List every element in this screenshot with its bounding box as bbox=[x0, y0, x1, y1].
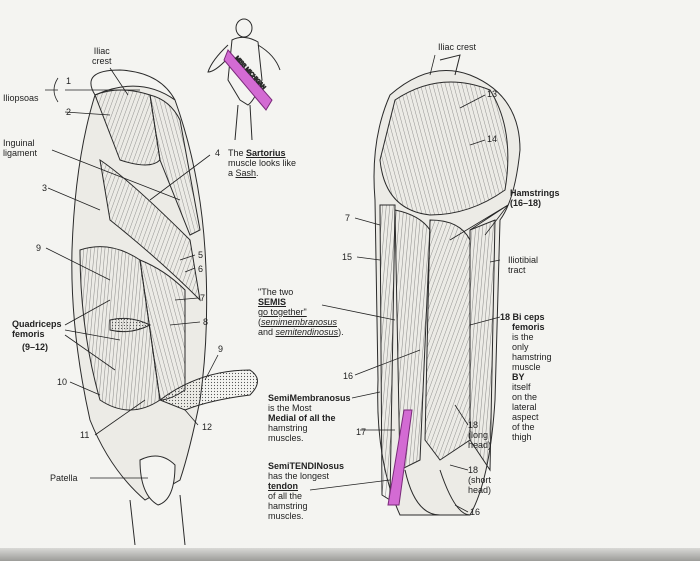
label-num-4: 4 bbox=[215, 148, 221, 158]
label-num-1: 1 bbox=[66, 76, 72, 86]
label-num-15: 15 bbox=[342, 252, 353, 262]
label-num-2: 2 bbox=[66, 107, 72, 117]
label-num-9-right: 9 bbox=[218, 344, 224, 354]
back-thigh-illustration bbox=[373, 54, 521, 516]
label-num-11: 11 bbox=[80, 430, 90, 440]
label-num-16-top: 16 bbox=[343, 371, 354, 381]
sash-word: Sash bbox=[235, 168, 257, 178]
semis-note: "The two SEMIS go together" (semimembran… bbox=[258, 287, 344, 337]
front-thigh-illustration bbox=[71, 69, 258, 546]
label-num-6: 6 bbox=[198, 264, 204, 274]
quadriceps-label: Quadriceps femoris bbox=[12, 319, 62, 339]
label-num-16-bottom: 16 bbox=[470, 507, 481, 517]
semis-line5a: and bbox=[258, 327, 276, 337]
hamstrings-label: Hamstrings (16–18) bbox=[510, 188, 560, 208]
label-num-8: 8 bbox=[203, 317, 209, 327]
semitendinosus-note: SemiTENDINosus has the longest tendon of… bbox=[268, 461, 344, 521]
biceps-by: BY bbox=[512, 372, 525, 382]
label-num-7-back: 7 bbox=[345, 213, 351, 223]
short-head-label: 18 (short head) bbox=[468, 465, 492, 495]
leader-lines bbox=[45, 54, 509, 513]
sash-dot: . bbox=[256, 168, 259, 178]
label-num-10: 10 bbox=[57, 377, 68, 387]
biceps-body: is the only hamstring muscle bbox=[512, 332, 552, 372]
label-num-12: 12 bbox=[202, 422, 213, 432]
semis-line5b: semitendinosus bbox=[275, 327, 339, 337]
semiten-line2: has the longest bbox=[268, 471, 330, 481]
label-num-3: 3 bbox=[42, 183, 48, 193]
semis-line5c: ). bbox=[338, 327, 344, 337]
semiten-line4: of all the hamstring muscles. bbox=[268, 491, 308, 521]
sartorius-word: Sartorius bbox=[246, 148, 286, 158]
semis-line1: "The two bbox=[258, 287, 294, 297]
semimem-line1: SemiMembranosus bbox=[268, 393, 351, 403]
semimem-line4: hamstring bbox=[268, 423, 308, 433]
iliopsoas-label: Iliopsoas bbox=[3, 93, 39, 103]
quadriceps-range: (9–12) bbox=[22, 342, 49, 352]
biceps-head: 18 Bi ceps bbox=[500, 312, 545, 322]
sartorius-prefix: The bbox=[228, 148, 247, 158]
iliac-crest-front-label: Iliac crest bbox=[92, 46, 112, 66]
sartorius-note: The Sartorius muscle looks like a Sash. bbox=[228, 148, 296, 178]
inguinal-ligament-label: Inguinal ligament bbox=[3, 138, 38, 158]
semiten-line3: tendon bbox=[268, 481, 298, 491]
screen-bottom-edge bbox=[0, 548, 700, 561]
label-num-7-front: 7 bbox=[200, 293, 206, 303]
label-num-9-left: 9 bbox=[36, 243, 42, 253]
iliotibial-tract-label: Iliotibial tract bbox=[508, 255, 539, 275]
patella-label: Patella bbox=[50, 473, 78, 483]
semiten-line1: SemiTENDINosus bbox=[268, 461, 345, 471]
semimem-line2: is the Most bbox=[268, 403, 312, 413]
semimem-line5: muscles. bbox=[268, 433, 304, 443]
label-num-5: 5 bbox=[198, 250, 204, 260]
semimem-line3: Medial of all the bbox=[268, 413, 336, 423]
sartorius-suffix: muscle looks like a bbox=[228, 158, 297, 178]
long-head-label: 18 (long head) bbox=[468, 420, 492, 450]
biceps-word: femoris bbox=[512, 322, 545, 332]
semis-line2: SEMIS bbox=[258, 297, 287, 307]
label-num-17: 17 bbox=[356, 427, 367, 437]
biceps-tail: itself on the lateral aspect of the thig… bbox=[512, 382, 539, 442]
semis-line4b: semimembranosus bbox=[261, 317, 338, 327]
semimembranosus-note: SemiMembranosus is the Most Medial of al… bbox=[268, 393, 351, 443]
label-num-14: 14 bbox=[487, 134, 498, 144]
pageant-figure-illustration: MISS MICHIGAN bbox=[207, 18, 281, 141]
semis-line3: go together" bbox=[258, 307, 307, 317]
label-num-13: 13 bbox=[487, 89, 498, 99]
iliac-crest-back-label: Iliac crest bbox=[438, 42, 477, 52]
semis-line4a: ( bbox=[258, 317, 261, 327]
biceps-femoris-note: 18 Bi ceps femoris bbox=[500, 312, 545, 332]
